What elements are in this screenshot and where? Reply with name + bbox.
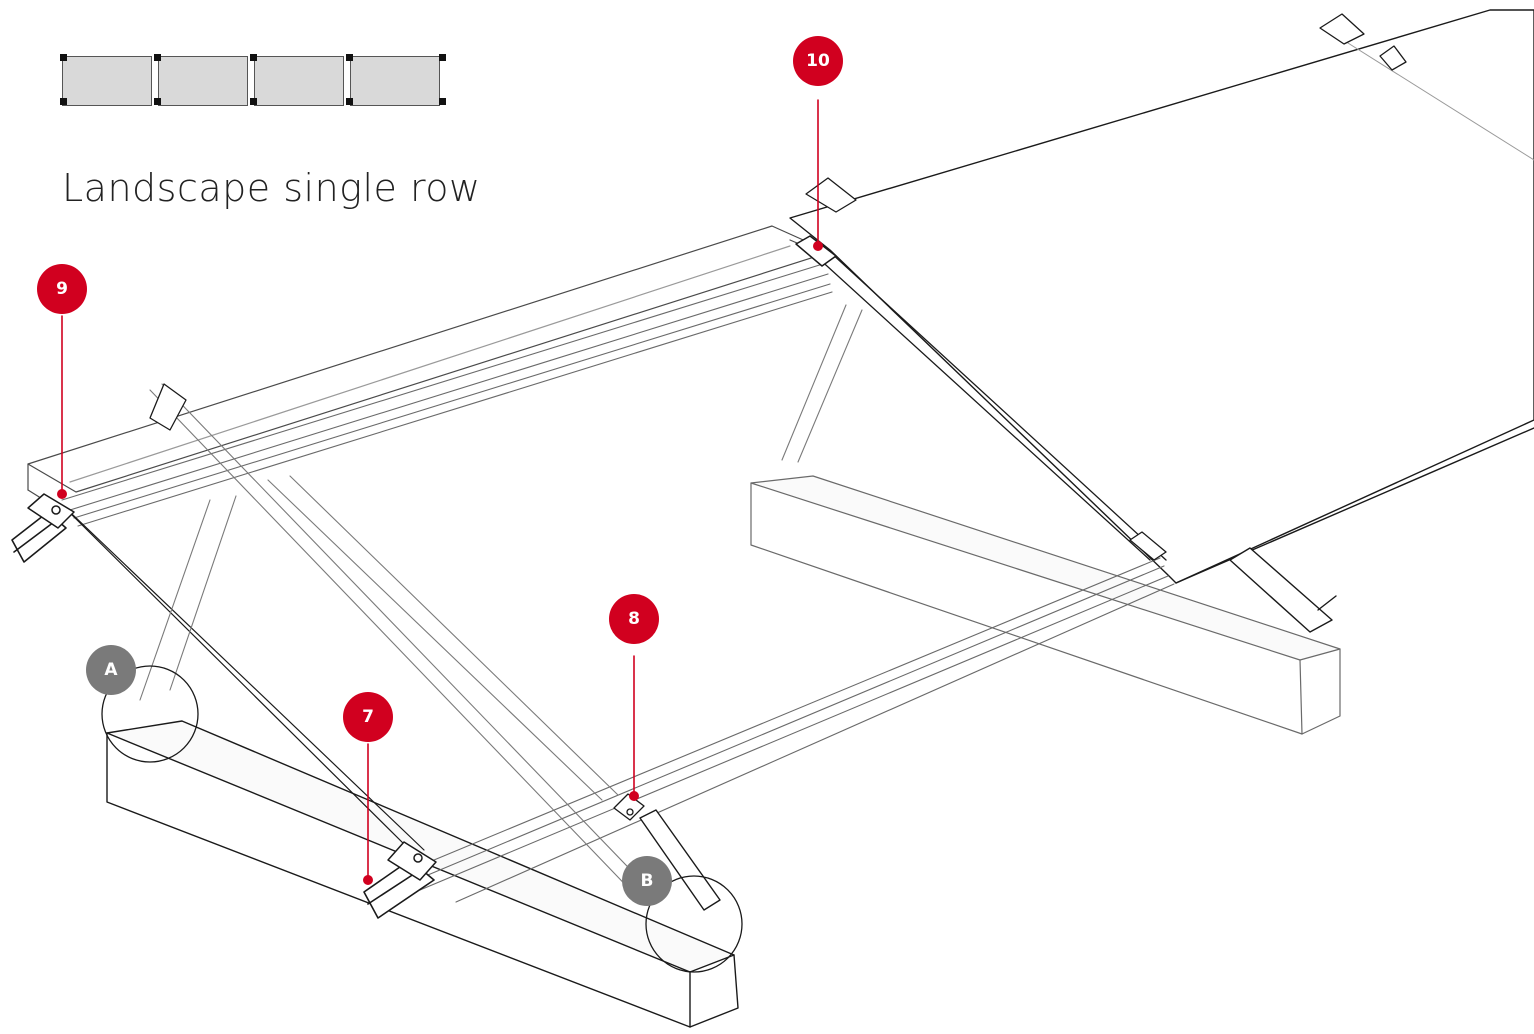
detail-badge-b: B [622, 856, 672, 906]
callout-badge-10: 10 [793, 36, 843, 86]
legend-clamp [250, 98, 257, 105]
solar-panel-left-frame [27, 225, 831, 511]
callout-label: 9 [56, 278, 68, 299]
panel-layout-legend [60, 52, 446, 106]
legend-panel [254, 56, 344, 106]
ballast-block-rear [750, 475, 1341, 735]
legend-clamp [346, 54, 353, 61]
callout-label: 7 [362, 706, 374, 727]
detail-ring-a [101, 665, 199, 763]
support-strut-right [781, 304, 863, 463]
legend-clamp [346, 98, 353, 105]
legend-panel [62, 56, 152, 106]
support-strut-left [139, 495, 237, 701]
cross-beam [149, 383, 653, 901]
callout-badge-8: 8 [609, 594, 659, 644]
clamp-9 [27, 493, 75, 529]
detail-badge-a: A [86, 645, 136, 695]
clamp-8 [613, 793, 645, 821]
legend-panel [350, 56, 440, 106]
clamp-top-left [149, 383, 187, 431]
clamp-top-right [1319, 13, 1407, 71]
clamp-rear-right [1129, 531, 1167, 561]
legend-clamp [439, 54, 446, 61]
base-channel-b [639, 809, 721, 911]
detail-ring-b [645, 875, 743, 973]
callout-badge-9: 9 [37, 264, 87, 314]
legend-clamp [250, 54, 257, 61]
detail-label: A [104, 659, 118, 680]
frame-diagonal-left [61, 504, 425, 851]
callout-label: 8 [628, 608, 640, 629]
legend-clamp [60, 98, 67, 105]
detail-label: B [640, 870, 654, 891]
legend-clamp [154, 54, 161, 61]
frame-diagonal-right [815, 251, 1167, 561]
rail-top [61, 262, 833, 527]
clamp-10 [795, 235, 837, 267]
leader-dots [57, 241, 823, 885]
rail-bottom [409, 557, 1175, 903]
legend-panel [158, 56, 248, 106]
clamp-7 [387, 841, 437, 881]
callout-badge-7: 7 [343, 692, 393, 742]
callout-label: 10 [806, 50, 830, 71]
layout-title: Landscape single row [62, 166, 481, 210]
legend-clamp [154, 98, 161, 105]
leader-lines [61, 99, 819, 881]
base-channel-rear [1229, 547, 1337, 633]
legend-clamp [60, 54, 67, 61]
solar-panel-right [789, 9, 1534, 584]
legend-clamp [439, 98, 446, 105]
